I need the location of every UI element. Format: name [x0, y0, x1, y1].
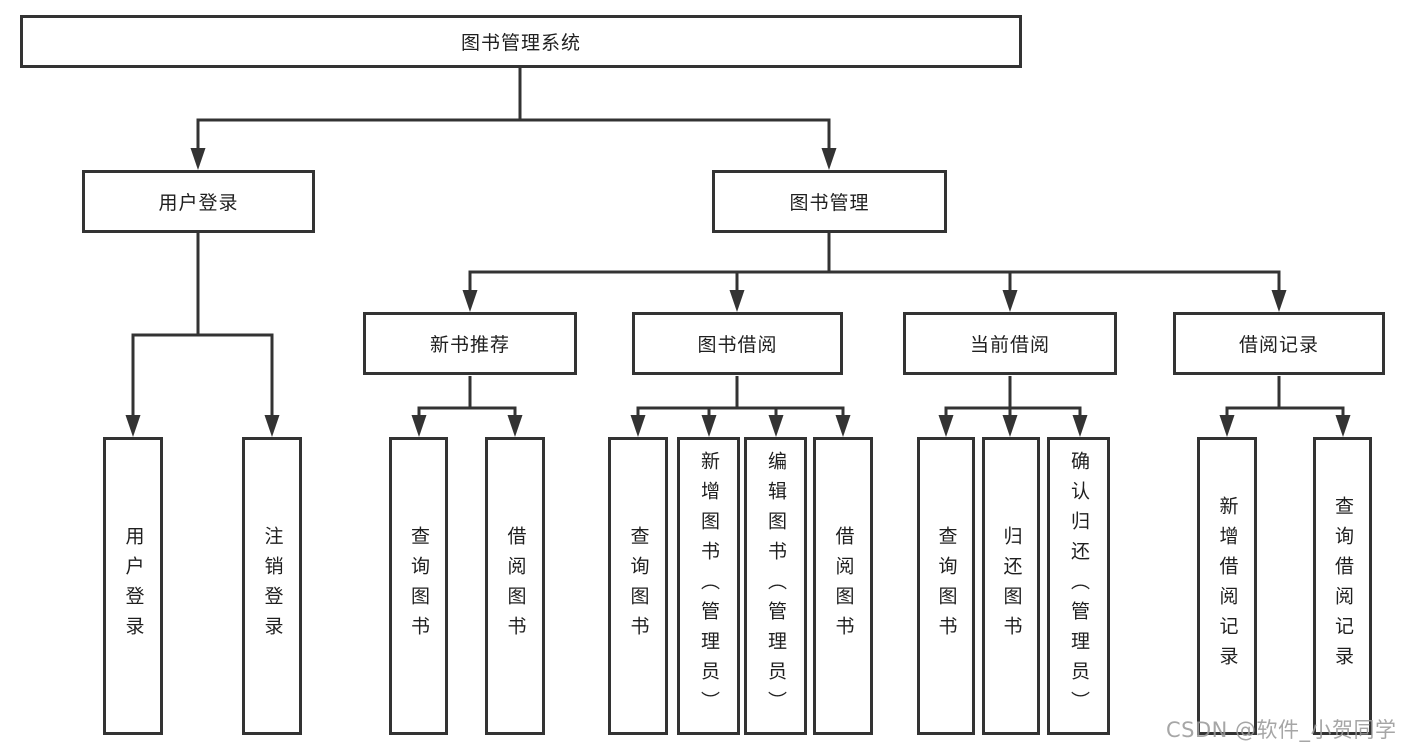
- leaf-borrow-query-books-label: 查询图书: [627, 526, 650, 646]
- node-root: 图书管理系统: [20, 15, 1022, 68]
- leaf-borrow-edit-books-admin-label: 编辑图书（管理员）: [765, 451, 787, 721]
- node-book-borrow-label: 图书借阅: [697, 334, 778, 356]
- leaf-newbook-borrow-books-label: 借阅图书: [504, 526, 527, 646]
- leaf-user-login-label: 用户登录: [122, 526, 145, 646]
- leaf-newbook-borrow-books: 借阅图书: [485, 437, 545, 735]
- leaf-logout-label: 注销登录: [261, 526, 284, 646]
- node-user-login: 用户登录: [82, 170, 315, 233]
- leaf-records-query-record-label: 查询借阅记录: [1332, 496, 1354, 676]
- edge-book-borrow-to-children: [630, 376, 851, 437]
- node-current-borrow-label: 当前借阅: [969, 334, 1050, 356]
- node-borrow-records: 借阅记录: [1173, 312, 1385, 375]
- leaf-current-confirm-return-admin-label: 确认归还（管理员）: [1068, 451, 1090, 721]
- leaf-borrow-query-books: 查询图书: [608, 437, 668, 735]
- leaf-current-return-books-label: 归还图书: [1000, 526, 1023, 646]
- leaf-current-query-books-label: 查询图书: [935, 526, 958, 646]
- node-book-borrow: 图书借阅: [632, 312, 843, 375]
- edge-user-login-to-children: [125, 233, 280, 437]
- leaf-borrow-add-books-admin-label: 新增图书（管理员）: [698, 451, 720, 721]
- leaf-newbook-query-books-label: 查询图书: [408, 526, 430, 646]
- edge-root-to-children: [190, 67, 837, 170]
- node-book-management: 图书管理: [712, 170, 947, 233]
- leaf-current-return-books: 归还图书: [982, 437, 1040, 735]
- node-book-management-label: 图书管理: [789, 192, 870, 214]
- node-borrow-records-label: 借阅记录: [1238, 334, 1319, 356]
- edge-book-mgmt-to-children: [462, 233, 1287, 312]
- leaf-current-confirm-return-admin: 确认归还（管理员）: [1047, 437, 1110, 735]
- edge-new-book-rec-to-children: [411, 376, 523, 437]
- leaf-current-query-books: 查询图书: [917, 437, 975, 735]
- edge-current-borrow-to-children: [938, 376, 1088, 437]
- leaf-borrow-add-books-admin: 新增图书（管理员）: [677, 437, 740, 735]
- leaf-borrow-borrow-books-label: 借阅图书: [832, 526, 855, 646]
- node-new-book-recommend: 新书推荐: [363, 312, 577, 375]
- csdn-watermark: CSDN @软件_小贺同学: [1166, 718, 1397, 742]
- node-root-label: 图书管理系统: [460, 32, 581, 54]
- leaf-user-login: 用户登录: [103, 437, 163, 735]
- node-current-borrow: 当前借阅: [903, 312, 1117, 375]
- node-new-book-recommend-label: 新书推荐: [429, 334, 510, 356]
- leaf-newbook-query-books: 查询图书: [389, 437, 448, 735]
- leaf-records-add-record: 新增借阅记录: [1197, 437, 1257, 735]
- leaf-logout: 注销登录: [242, 437, 302, 735]
- leaf-records-query-record: 查询借阅记录: [1313, 437, 1372, 735]
- edge-borrow-record-to-children: [1219, 376, 1351, 437]
- leaf-borrow-edit-books-admin: 编辑图书（管理员）: [744, 437, 807, 735]
- node-user-login-label: 用户登录: [158, 192, 239, 214]
- leaf-borrow-borrow-books: 借阅图书: [813, 437, 873, 735]
- leaf-records-add-record-label: 新增借阅记录: [1216, 496, 1239, 676]
